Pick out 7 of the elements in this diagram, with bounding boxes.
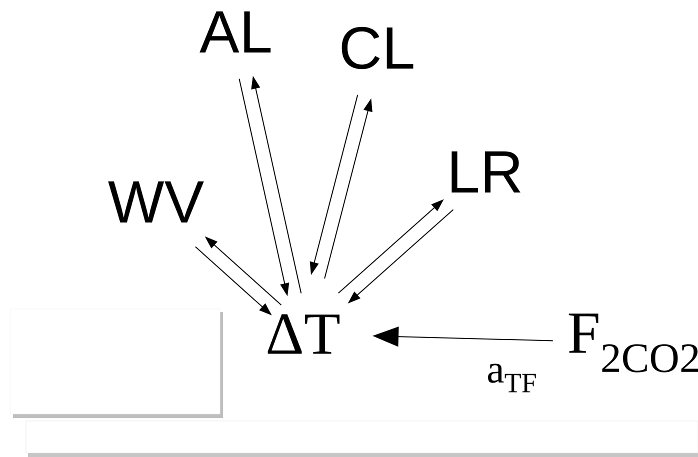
variable-label: AL — [200, 11, 271, 53]
variable-label: ΔT — [268, 314, 340, 354]
edge-label: a$_{TF}$ — [486, 362, 538, 394]
variable-label: F$_{2CO2}$ — [568, 314, 698, 372]
variable-label: CL — [342, 26, 414, 70]
variable-label: WV — [108, 181, 204, 223]
variable-label: LR — [452, 151, 520, 193]
